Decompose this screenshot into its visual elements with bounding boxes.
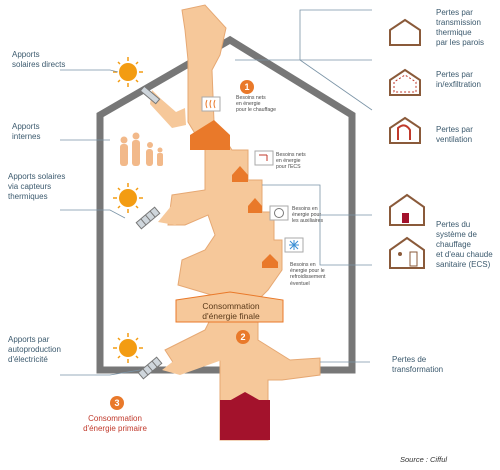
house-ventilation-icon	[389, 116, 421, 144]
heating-need-block	[190, 120, 230, 150]
sun-icon	[113, 333, 143, 363]
step-3-badge: 3	[110, 396, 124, 410]
house-walls-icon	[389, 18, 421, 46]
solar-collector-flow	[158, 200, 205, 225]
label-cooling-need: Besoins en énergie pour le refroidisseme…	[290, 262, 326, 287]
shower-icon	[254, 150, 274, 166]
label-internal-gains: Apports internes	[12, 122, 41, 141]
window-icon	[139, 85, 161, 105]
connector-lines	[60, 9, 373, 376]
label-self-production: Apports par autoproduction d'électricité	[8, 335, 61, 364]
source-caption: Source : Cifful	[400, 455, 448, 464]
label-solar-direct: Apports solaires directs	[12, 50, 66, 69]
step-1-badge: 1	[240, 80, 254, 94]
sun-icon	[113, 183, 143, 213]
label-primary-consumption: Consommation d'énergie primaire	[83, 414, 147, 433]
final-consumption-frame	[175, 291, 284, 323]
primary-energy-base	[220, 400, 270, 440]
snowflake-icon	[284, 237, 304, 253]
self-production-flow	[162, 340, 222, 375]
label-loss-walls: Pertes par transmission thermique par le…	[436, 8, 485, 47]
label-loss-infiltration: Pertes par in/exfiltration	[436, 70, 481, 89]
aux-need-block	[248, 198, 262, 213]
cooling-need-block	[262, 254, 278, 268]
people-icon	[120, 132, 163, 166]
sun-icon	[113, 57, 143, 87]
pv-panel-icon	[137, 356, 163, 380]
step-2-badge: 2	[236, 330, 250, 344]
fan-icon	[269, 205, 289, 221]
label-dhw-need: Besoins nets en énergie pour l'ECS	[276, 152, 306, 171]
house-infiltration-icon	[389, 68, 421, 96]
house-dhw-icon	[389, 236, 425, 269]
house-system-icon	[389, 193, 425, 226]
label-final-consumption: Consommation d'énergie finale	[202, 301, 260, 321]
radiator-icon	[201, 96, 221, 112]
dhw-need-block	[232, 166, 248, 182]
label-solar-collectors: Apports solaires via capteurs thermiques	[8, 172, 66, 201]
label-aux-need: Besoins en énergie pour les auxiliaires	[292, 206, 324, 225]
label-loss-transformation: Pertes de transformation	[392, 355, 444, 374]
solar-collector-icon	[135, 206, 161, 230]
label-heating-need: Besoins nets en énergie pour le chauffag…	[236, 95, 276, 114]
label-loss-ventilation: Pertes par ventilation	[436, 125, 473, 144]
label-loss-system: Pertes du système de chauffage et d'eau …	[436, 220, 493, 269]
